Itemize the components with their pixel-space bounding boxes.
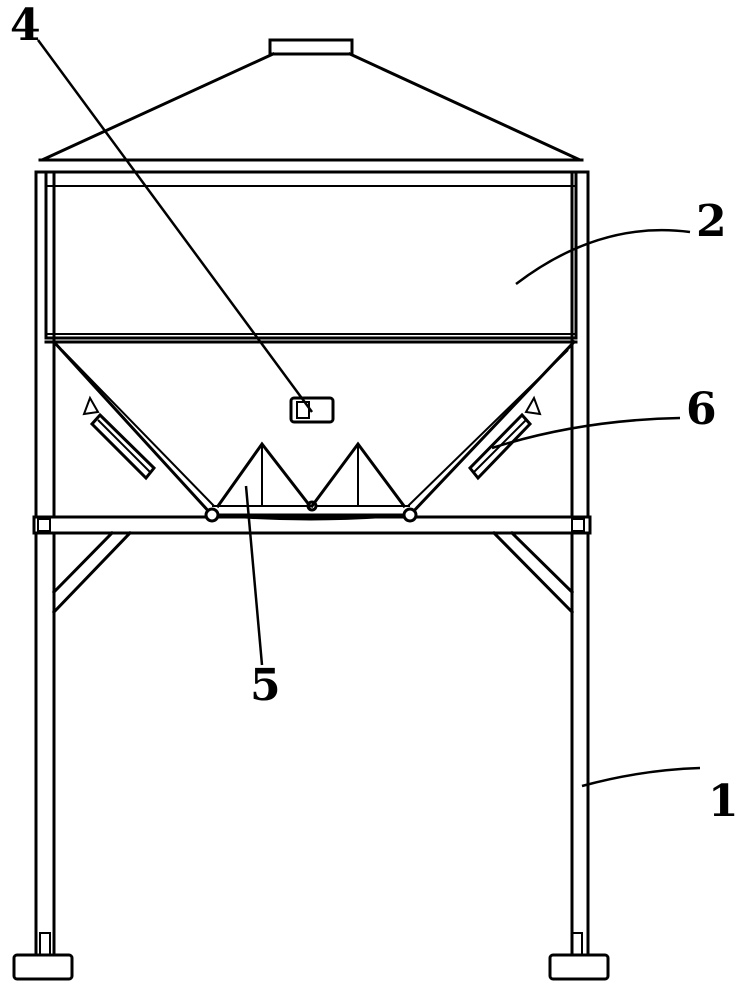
arch-breakers (215, 441, 407, 509)
support-frame (12, 170, 610, 981)
label-part-6: 6 (686, 384, 717, 435)
silo-body (44, 170, 578, 344)
leader-lines (36, 39, 701, 788)
hopper-cone (51, 339, 577, 523)
conical-roof (38, 52, 584, 162)
label-part-4: 4 (10, 0, 41, 51)
top-inlet (268, 38, 354, 56)
label-part-5: 5 (250, 660, 281, 711)
label-part-2: 2 (696, 196, 727, 247)
label-part-1: 1 (708, 776, 739, 827)
